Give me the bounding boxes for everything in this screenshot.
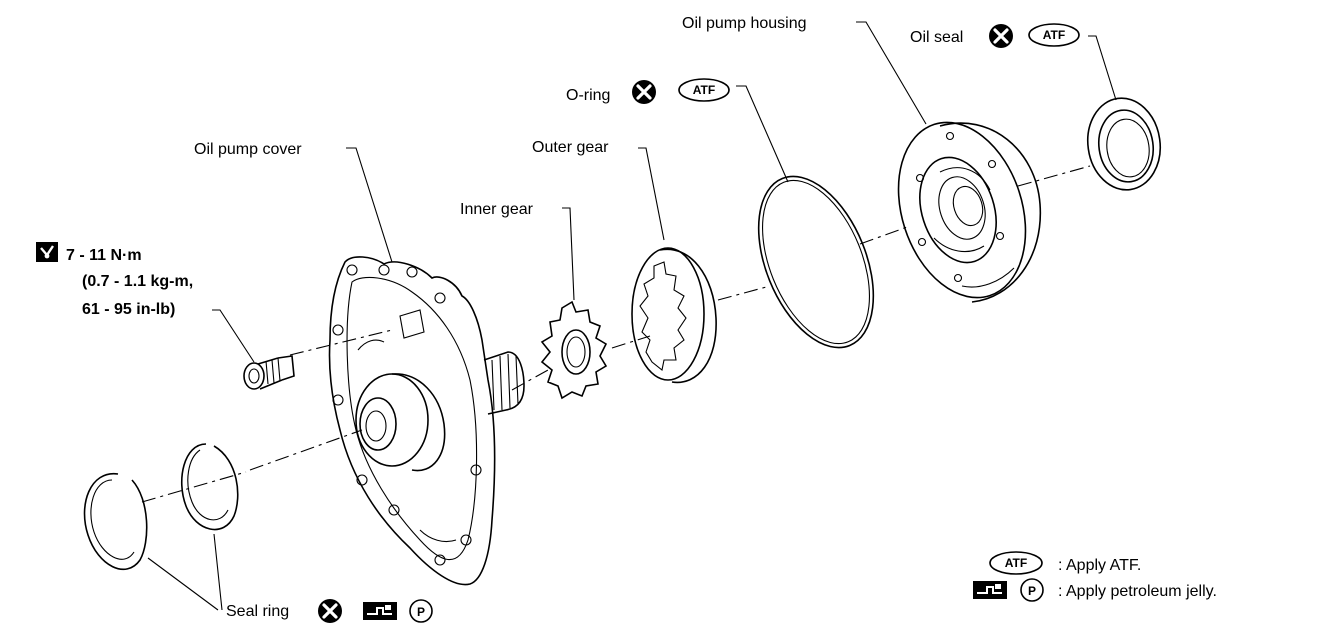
seal-ring-left — [83, 473, 148, 571]
inner-gear — [540, 300, 608, 400]
svg-text:Oil pump housing: Oil pump housing — [682, 15, 807, 32]
svg-text:P: P — [1028, 584, 1036, 598]
svg-text:ATF: ATF — [1005, 556, 1027, 570]
petroleum-jelly-icon — [362, 601, 398, 621]
label-outer-gear: Outer gear — [532, 139, 609, 156]
x-in-circle-icon — [630, 78, 658, 106]
label-oil-pump-cover: Oil pump cover — [194, 141, 302, 158]
leader-lines — [147, 21, 1117, 611]
legend-p-text: : Apply petroleum jelly. — [1058, 583, 1217, 600]
p-badge: P — [409, 599, 433, 623]
label-oil-seal: Oil seal — [910, 29, 963, 46]
label-seal-ring: Seal ring — [226, 603, 289, 620]
svg-text:Seal ring: Seal ring — [226, 603, 289, 620]
svg-text:Inner gear: Inner gear — [460, 201, 534, 218]
outer-gear — [631, 247, 717, 384]
svg-text:61 - 95 in-lb): 61 - 95 in-lb) — [82, 301, 175, 318]
atf-badge: ATF — [1028, 23, 1080, 47]
torque-wrench-icon — [36, 242, 58, 262]
legend-atf-text: : Apply ATF. — [1058, 557, 1141, 574]
oil-pump-cover — [328, 256, 525, 586]
oil-pump-housing — [897, 121, 1042, 303]
label-o-ring: O-ring — [566, 87, 610, 104]
center-axis-line — [141, 165, 1091, 503]
svg-text:Oil seal: Oil seal — [910, 29, 963, 46]
p-badge: P — [1020, 578, 1044, 602]
bolt — [243, 355, 295, 390]
o-ring — [757, 175, 875, 349]
svg-text:Outer gear: Outer gear — [532, 139, 609, 156]
oil-seal — [1086, 97, 1162, 191]
x-in-circle-icon — [316, 597, 344, 625]
x-in-circle-icon — [987, 22, 1015, 50]
svg-text:Oil pump cover: Oil pump cover — [194, 141, 302, 158]
svg-text:O-ring: O-ring — [566, 87, 610, 104]
svg-text:(0.7 - 1.1 kg-m,: (0.7 - 1.1 kg-m, — [82, 273, 193, 290]
atf-badge: ATF — [989, 551, 1043, 575]
svg-text:P: P — [417, 605, 425, 619]
legend: ATF : Apply ATF. P : Apply petroleum jel… — [972, 551, 1217, 602]
label-oil-pump-housing: Oil pump housing — [682, 15, 807, 32]
atf-badge: ATF — [678, 78, 730, 102]
svg-text:ATF: ATF — [1043, 28, 1065, 42]
torque-spec: 7 - 11 N·m (0.7 - 1.1 kg-m, 61 - 95 in-l… — [66, 247, 193, 318]
svg-text:ATF: ATF — [693, 83, 715, 97]
label-inner-gear: Inner gear — [460, 201, 534, 218]
seal-ring-right — [180, 443, 239, 531]
svg-text:7 - 11 N·m: 7 - 11 N·m — [66, 247, 142, 264]
petroleum-jelly-icon — [972, 580, 1008, 600]
